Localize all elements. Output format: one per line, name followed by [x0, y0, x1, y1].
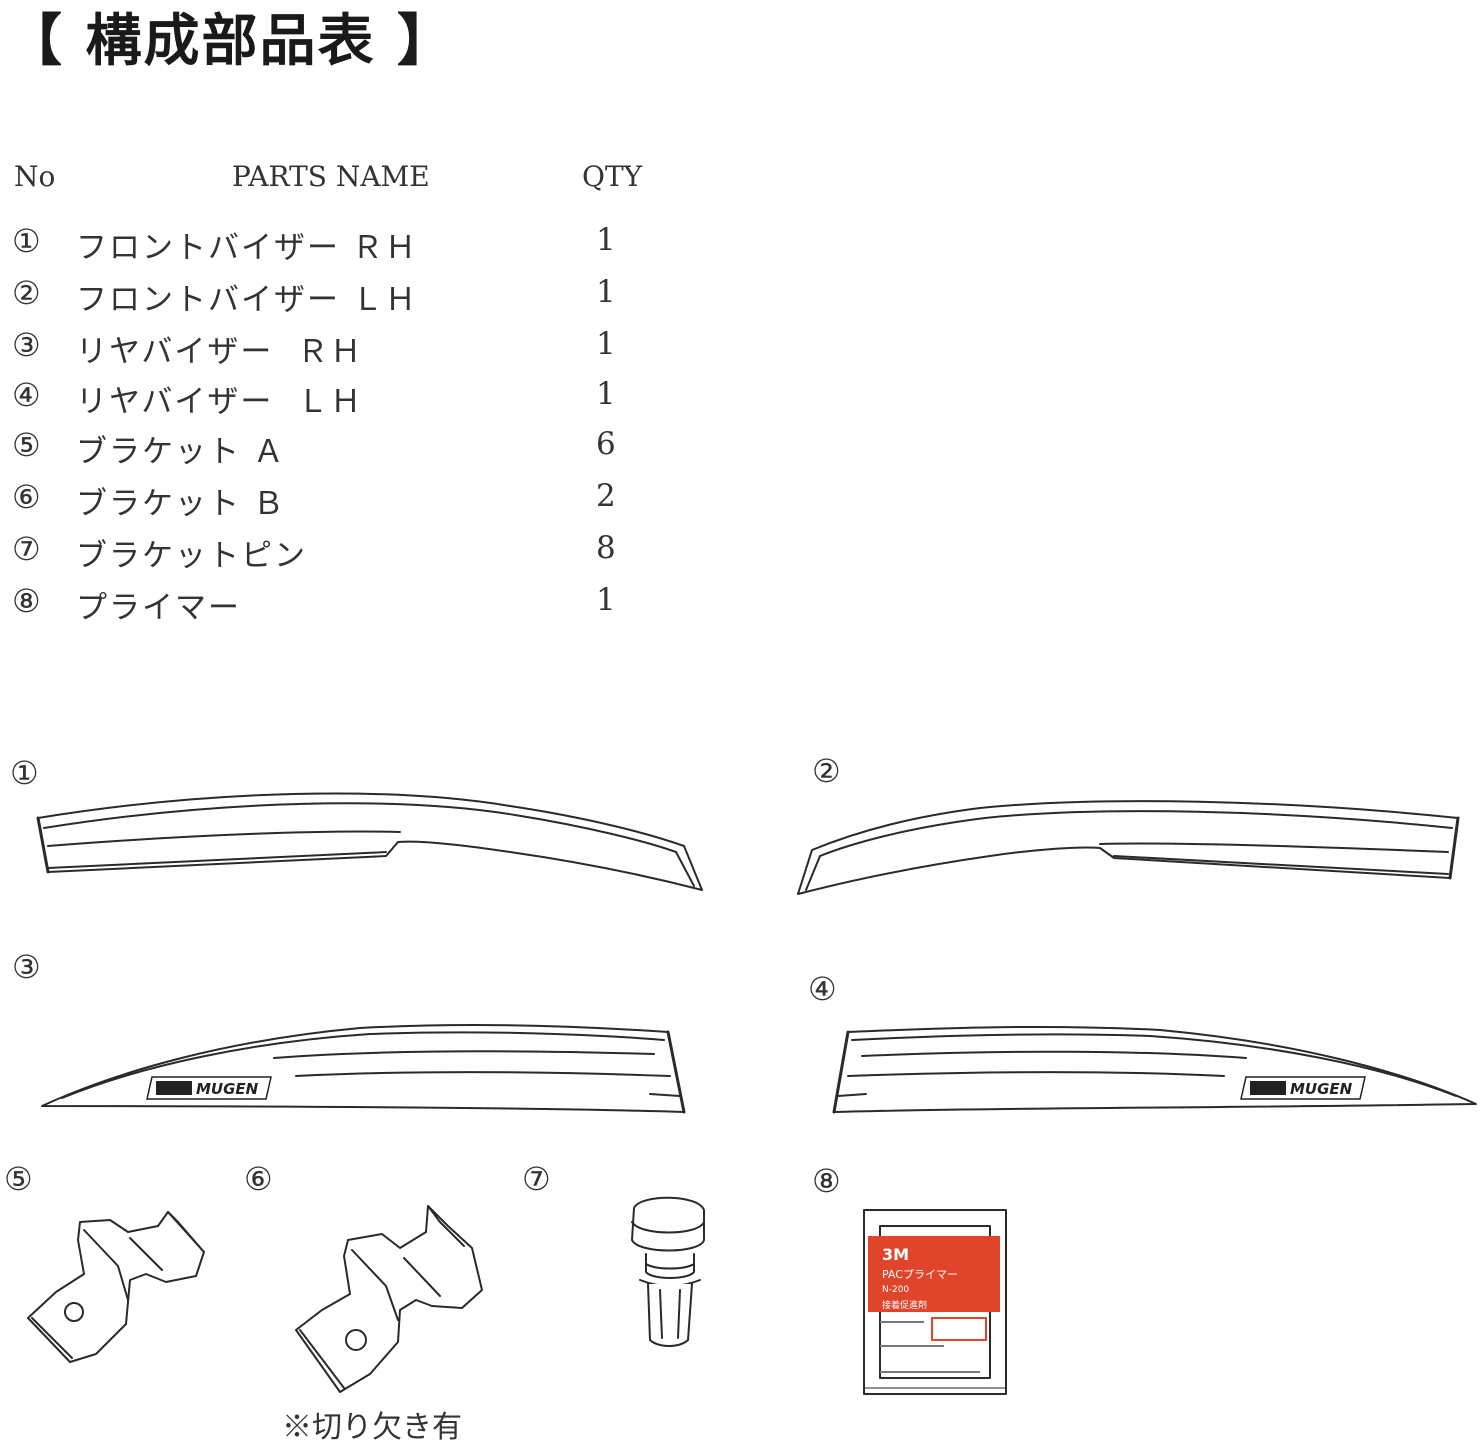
page-title: 【 構成部品表 】	[6, 9, 455, 74]
row-part-name: フロントバイザー ＲＨ	[76, 230, 418, 266]
diagram-label-2: ②	[812, 752, 841, 790]
header-parts-name: PARTS NAME	[232, 160, 430, 193]
row-number: ⑧	[12, 582, 41, 620]
diagram-label-7: ⑦	[522, 1160, 551, 1198]
bracket-a-drawing	[27, 1211, 205, 1363]
table-row: ④ リヤバイザー ＬＨ 1	[0, 376, 700, 428]
row-part-name: リヤバイザー ＬＨ	[76, 384, 364, 420]
row-qty: 1	[596, 376, 616, 412]
mugen-logo-rh: MUGEN	[146, 1076, 272, 1100]
table-row: ⑦ ブラケットピン 8	[0, 530, 700, 582]
table-row: ⑤ ブラケット Ａ 6	[0, 426, 700, 478]
table-row: ⑧ プライマー 1	[0, 582, 700, 634]
diagram-label-4: ④	[808, 970, 837, 1008]
row-number: ④	[12, 376, 41, 414]
row-qty: 1	[596, 582, 616, 618]
row-part-name: プライマー	[76, 590, 241, 626]
primer-label	[868, 1236, 1000, 1373]
notch-note: ※切り欠き有	[282, 1410, 462, 1445]
table-row: ② フロントバイザー ＬＨ 1	[0, 274, 700, 326]
diagram-label-8: ⑧	[812, 1162, 841, 1200]
mugen-emblem-icon	[1250, 1081, 1286, 1095]
diagram-label-5: ⑤	[4, 1160, 33, 1198]
table-row: ① フロントバイザー ＲＨ 1	[0, 222, 700, 274]
row-number: ⑥	[12, 478, 41, 516]
brand-text: MUGEN	[196, 1080, 259, 1098]
primer-product: PACプライマー	[882, 1268, 958, 1281]
row-number: ②	[12, 274, 41, 312]
header-no: No	[14, 160, 56, 193]
row-qty: 2	[596, 478, 616, 514]
header-qty: QTY	[582, 160, 643, 193]
row-qty: 1	[596, 326, 616, 362]
bracket-pin-drawing	[631, 1196, 705, 1347]
row-part-name: ブラケット Ｂ	[76, 486, 286, 522]
row-part-name: リヤバイザー ＲＨ	[76, 334, 364, 370]
row-number: ③	[12, 326, 41, 364]
primer-red-box	[931, 1317, 987, 1341]
front-visor-rh-drawing	[36, 792, 703, 891]
row-part-name: ブラケットピン	[76, 538, 307, 574]
primer-package-text: 3M PACプライマー N-200 接着促進剤	[882, 1245, 958, 1311]
row-qty: 6	[596, 426, 616, 462]
primer-code: N-200	[882, 1285, 909, 1295]
row-number: ⑦	[12, 530, 41, 568]
primer-maker: 3M	[882, 1245, 909, 1264]
diagram-label-6: ⑥	[244, 1160, 273, 1198]
row-part-name: フロントバイザー ＬＨ	[76, 282, 418, 318]
row-number: ⑤	[12, 426, 41, 464]
row-qty: 8	[596, 530, 616, 566]
mugen-emblem-icon	[156, 1081, 192, 1095]
brand-text: MUGEN	[1290, 1080, 1353, 1098]
primer-caption: 接着促進剤	[882, 1299, 927, 1311]
row-part-name: ブラケット Ａ	[76, 434, 286, 470]
row-qty: 1	[596, 274, 616, 310]
table-row: ⑥ ブラケット Ｂ 2	[0, 478, 700, 530]
rear-visor-lh-drawing	[832, 1025, 1477, 1114]
bracket-b-drawing	[295, 1205, 483, 1393]
diagram-label-3: ③	[12, 948, 41, 986]
row-qty: 1	[596, 222, 616, 258]
diagram-label-1: ①	[10, 754, 39, 792]
front-visor-lh-drawing	[797, 800, 1460, 895]
rear-visor-rh-drawing	[41, 1024, 686, 1114]
row-number: ①	[12, 222, 41, 260]
mugen-logo-lh: MUGEN	[1240, 1076, 1366, 1100]
primer-red-panel	[868, 1236, 1000, 1312]
table-row: ③ リヤバイザー ＲＨ 1	[0, 326, 700, 378]
